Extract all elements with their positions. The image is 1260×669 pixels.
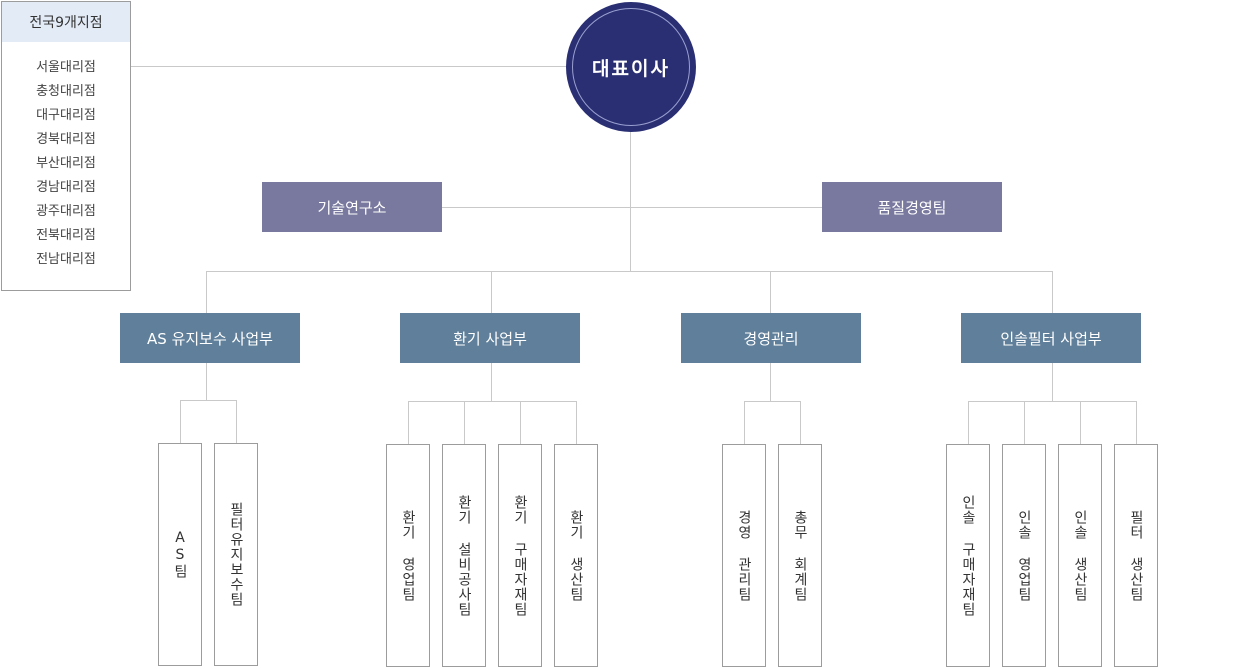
branch-item: 전남대리점 [36, 252, 96, 267]
branch-item: 전북대리점 [36, 228, 96, 243]
team-label: 환기 구매자재팀 [512, 494, 528, 617]
lab-node: 기술연구소 [262, 182, 442, 232]
branch-list-title: 전국9개지점 [2, 2, 130, 42]
branch-item: 광주대리점 [36, 204, 96, 219]
ceo-node: 대표이사 [566, 2, 696, 132]
team-label: 인솔 구매자재팀 [960, 494, 976, 617]
division-hvac: 환기 사업부 [400, 313, 580, 363]
team-label: AS팀 [172, 530, 188, 579]
team-hvac-install: 환기 설비공사팀 [442, 444, 486, 667]
connector-staff [442, 207, 822, 208]
branch-item: 대구대리점 [36, 108, 96, 123]
connector-as-up [206, 271, 207, 313]
team-hvac-sales: 환기 영업팀 [386, 444, 430, 667]
connector-as-team-1 [180, 400, 181, 443]
team-label: 환기 영업팀 [400, 509, 416, 602]
team-insol-sales: 인솔 영업팀 [1002, 444, 1046, 667]
connector-filter-bus [968, 401, 1137, 402]
connector-as-bus [180, 400, 236, 401]
connector-hvac-up [491, 271, 492, 313]
branch-item: 충청대리점 [36, 84, 96, 99]
division-filter: 인솔필터 사업부 [961, 313, 1141, 363]
team-insol-production: 인솔 생산팀 [1058, 444, 1102, 667]
connector-filter-team-4 [1136, 401, 1137, 444]
team-label: 인솔 생산팀 [1072, 509, 1088, 602]
team-insol-purchasing: 인솔 구매자재팀 [946, 444, 990, 667]
branch-item: 부산대리점 [36, 156, 96, 171]
connector-filter-down [1052, 363, 1053, 401]
team-label: 필터 생산팀 [1128, 509, 1144, 602]
connector-mgmt-team-1 [744, 401, 745, 444]
connector-filter-team-3 [1080, 401, 1081, 444]
team-label: 환기 생산팀 [568, 509, 584, 602]
connector-hvac-bus [408, 401, 576, 402]
team-management: 경영 관리팀 [722, 444, 766, 667]
division-as: AS 유지보수 사업부 [120, 313, 300, 363]
connector-filter-up [1052, 271, 1053, 313]
team-label: 환기 설비공사팀 [456, 494, 472, 617]
team-label: 경영 관리팀 [736, 509, 752, 602]
team-accounting: 총무 회계팀 [778, 444, 822, 667]
connector-as-team-2 [236, 400, 237, 443]
connector-filter-team-2 [1024, 401, 1025, 444]
connector-mgmt-down [770, 363, 771, 401]
connector-hvac-team-1 [408, 401, 409, 444]
team-filter-production: 필터 생산팀 [1114, 444, 1158, 667]
team-hvac-production: 환기 생산팀 [554, 444, 598, 667]
ceo-label: 대표이사 [572, 8, 690, 126]
branch-item: 서울대리점 [36, 60, 96, 75]
connector-mgmt-bus [744, 401, 800, 402]
quality-node: 품질경영팀 [822, 182, 1002, 232]
team-as: AS팀 [158, 443, 202, 666]
connector-ceo-trunk [630, 132, 631, 271]
connector-filter-team-1 [968, 401, 969, 444]
connector-branch-ceo [130, 66, 566, 67]
branch-item: 경북대리점 [36, 132, 96, 147]
branch-list-box: 전국9개지점 서울대리점 충청대리점 대구대리점 경북대리점 부산대리점 경남대… [1, 1, 131, 291]
connector-as-down [206, 363, 207, 400]
connector-division-bus [206, 271, 1053, 272]
connector-hvac-team-4 [576, 401, 577, 444]
team-hvac-purchasing: 환기 구매자재팀 [498, 444, 542, 667]
branch-item: 경남대리점 [36, 180, 96, 195]
team-label: 인솔 영업팀 [1016, 509, 1032, 602]
division-mgmt: 경영관리 [681, 313, 861, 363]
connector-mgmt-team-2 [800, 401, 801, 444]
branch-list: 서울대리점 충청대리점 대구대리점 경북대리점 부산대리점 경남대리점 광주대리… [2, 42, 130, 272]
connector-mgmt-up [770, 271, 771, 313]
team-filter-maintenance: 필터유지보수팀 [214, 443, 258, 666]
connector-hvac-down [491, 363, 492, 401]
connector-hvac-team-3 [520, 401, 521, 444]
team-label: 필터유지보수팀 [228, 502, 244, 607]
connector-hvac-team-2 [464, 401, 465, 444]
team-label: 총무 회계팀 [792, 509, 808, 602]
